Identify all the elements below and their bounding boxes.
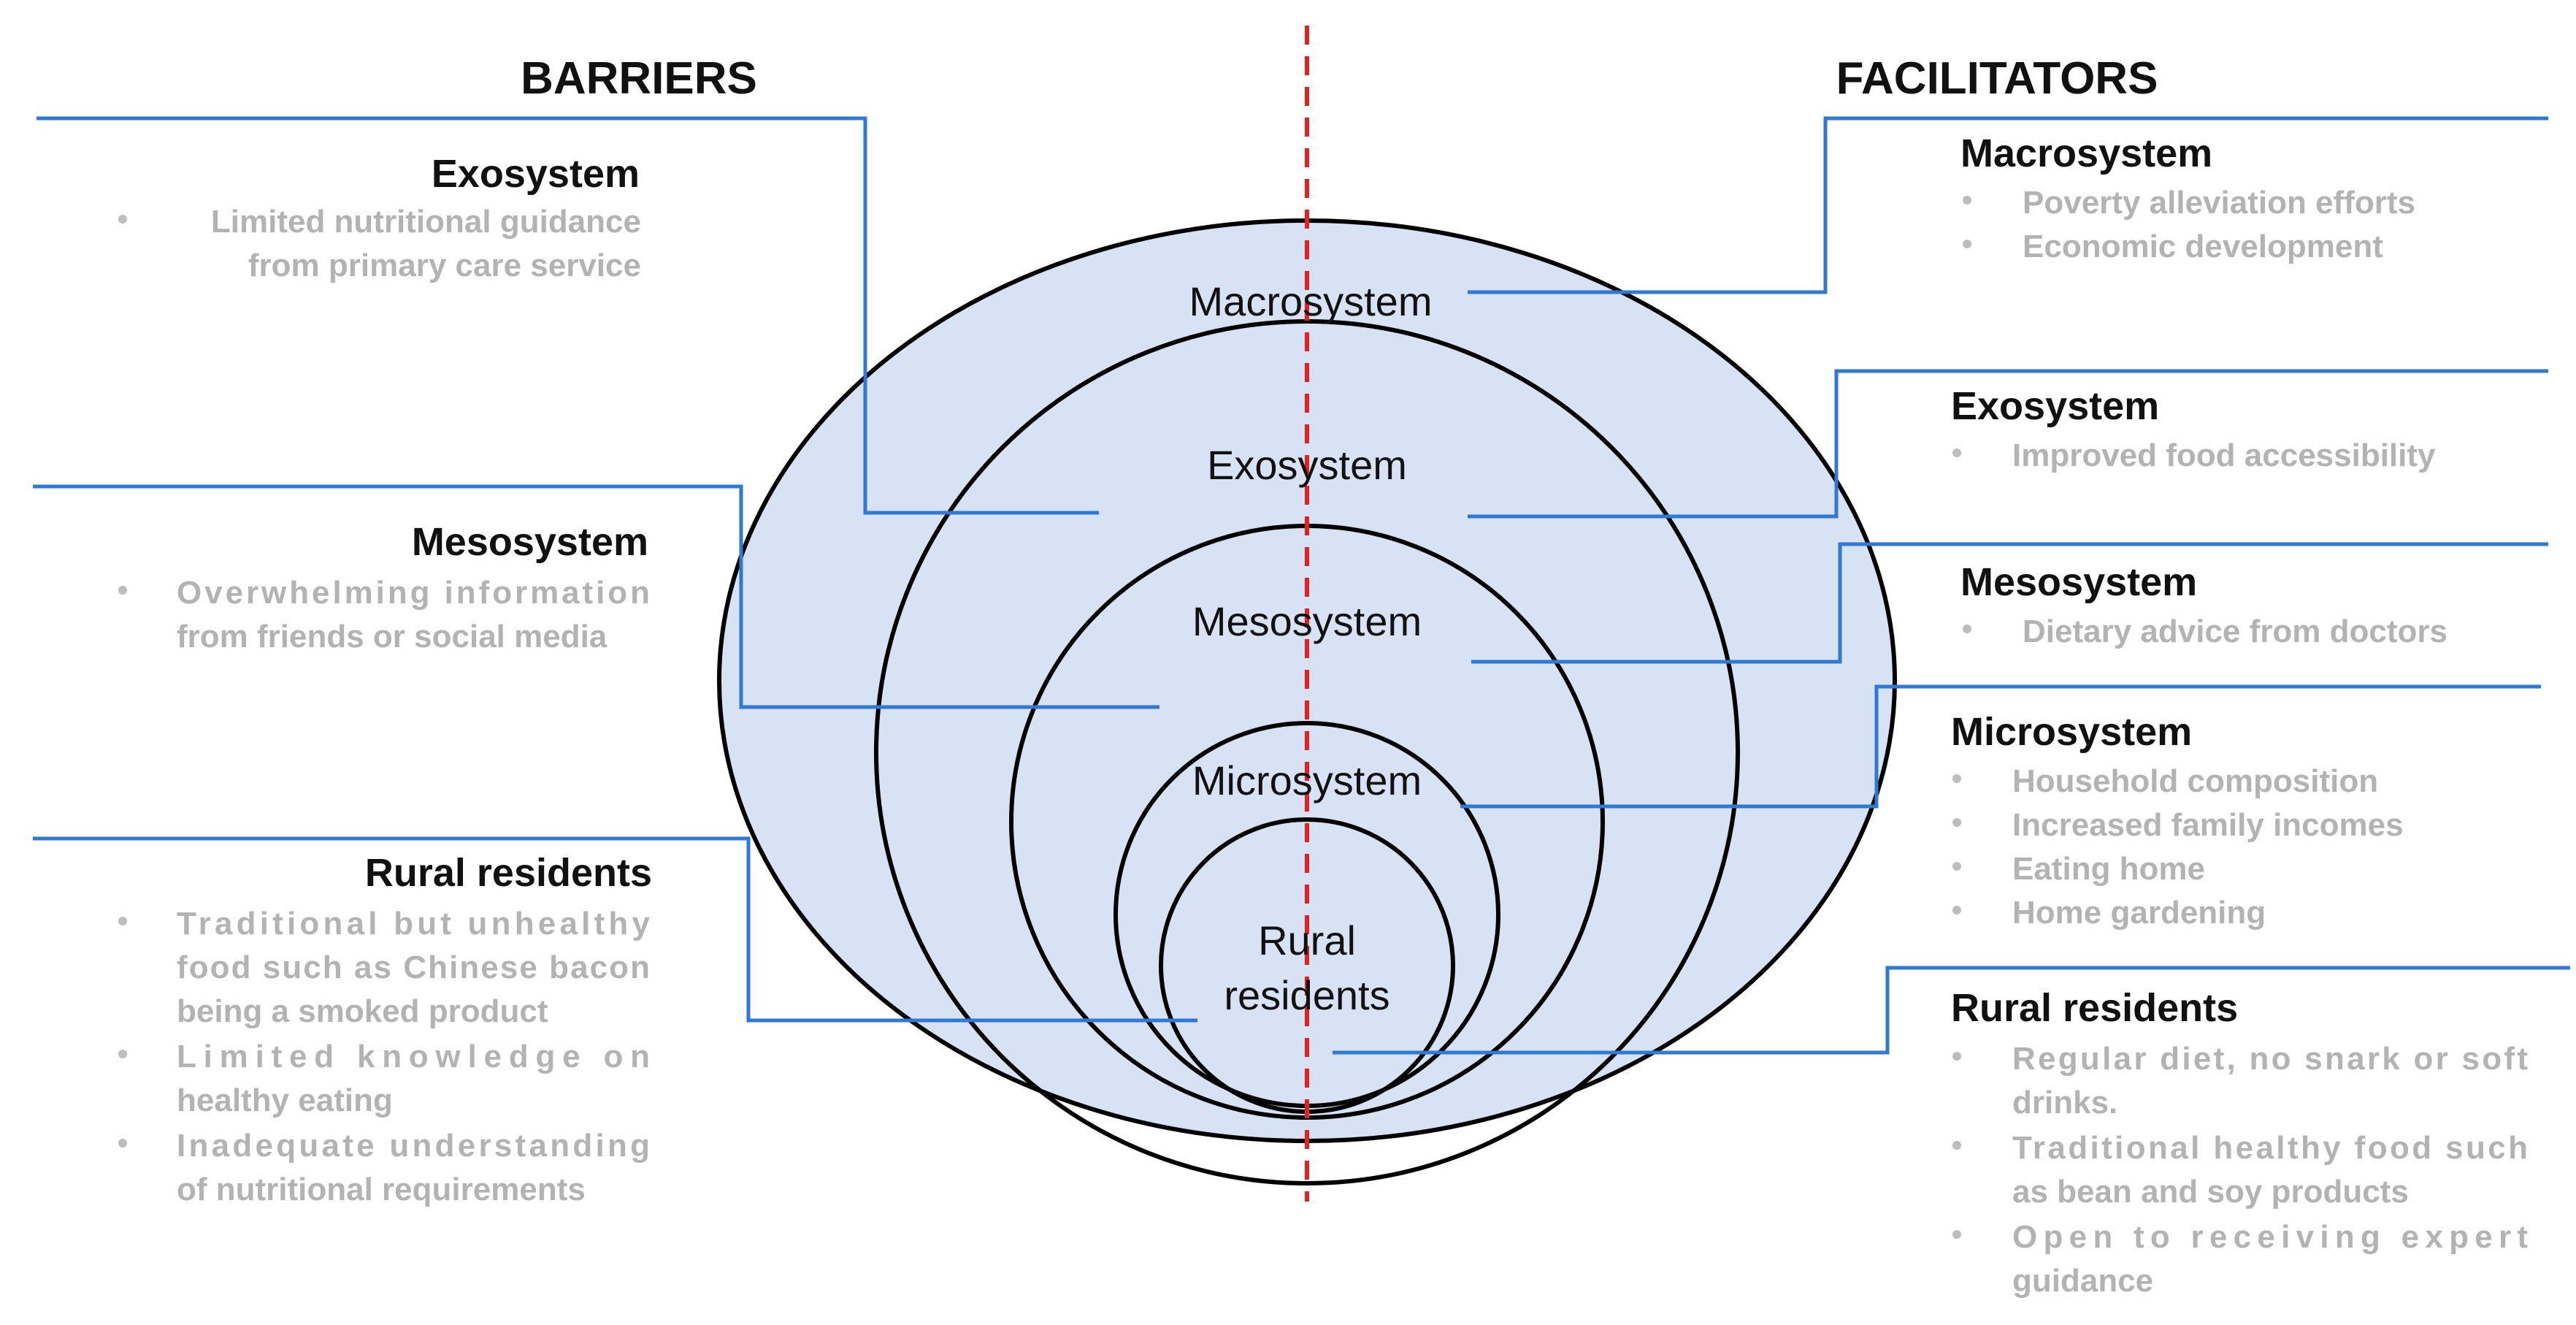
barrier-rural-line: Inadequate understanding [177,1128,650,1164]
facilitator-microsystem-line: Home gardening [2012,895,2266,931]
bullet-dot [1952,1141,1961,1150]
bullet-dot [118,1050,127,1058]
facilitator-rural-line: as bean and soy products [2012,1174,2409,1210]
ring-label-exosystem: Exosystem [1207,442,1407,488]
ring-label-rural-line1: Rural [1258,917,1356,963]
facilitator-title-mesosystem: Mesosystem [1960,560,2197,604]
bullet-dot [1963,196,1971,205]
leader-facilitator-macrosystem [1468,116,2548,294]
ring-label-mesosystem: Mesosystem [1192,598,1422,644]
ring-label-macrosystem: Macrosystem [1189,278,1433,324]
exosystem-circle [874,319,1740,1185]
bullet-dot [1952,1052,1961,1061]
bullet-dot [118,1139,127,1148]
bullet-dot [1963,625,1971,633]
bullet-dot [1952,862,1961,871]
barrier-rural-line: of nutritional requirements [177,1172,586,1207]
bullet-dot [118,215,127,224]
facilitator-rural-line: drinks. [2012,1085,2117,1120]
facilitator-microsystem-line: Increased family incomes [2012,807,2404,843]
facilitator-title-exosystem: Exosystem [1951,384,2159,428]
bullet-dot [118,586,127,595]
barrier-rural-line: Traditional but unhealthy [177,906,651,942]
leader-facilitator-microsystem [1460,684,2541,809]
barrier-mesosystem-line: from friends or social media [177,619,607,654]
facilitator-rural-line: Traditional healthy food such [2012,1130,2528,1166]
barrier-exosystem-line: from primary care service [248,248,641,283]
bullet-dot [1952,774,1961,783]
barrier-rural-line: healthy eating [177,1082,393,1118]
facilitator-macrosystem-line: Poverty alleviation efforts [2023,185,2415,221]
facilitator-microsystem-line: Eating home [2012,851,2205,887]
barrier-title-exosystem: Exosystem [432,152,640,196]
barrier-mesosystem-line: Overwhelming information [177,575,650,611]
ring-label-rural-line2: residents [1224,972,1389,1018]
barrier-title-rural-residents: Rural residents [365,851,652,895]
leader-facilitator-rural [1333,966,2570,1055]
facilitator-microsystem-line: Household composition [2012,763,2378,799]
facilitator-title-rural-residents: Rural residents [1951,986,2238,1030]
barrier-title-mesosystem: Mesosystem [412,520,648,564]
leader-barrier-mesosystem [33,484,1159,709]
facilitator-mesosystem-line: Dietary advice from doctors [2023,614,2447,649]
barrier-rural-line: Limited knowledge on [177,1039,650,1074]
facilitator-rural-line: guidance [2012,1263,2153,1299]
barrier-rural-line: food such as Chinese bacon [177,950,650,985]
barrier-exosystem-line: Limited nutritional guidance [211,204,641,240]
leader-facilitator-mesosystem [1471,542,2548,664]
bullet-dot [1963,240,1971,248]
ring-label-microsystem: Microsystem [1192,757,1422,803]
facilitator-exosystem-line: Improved food accessibility [2012,438,2436,473]
bullet-dot [1952,818,1961,827]
leader-facilitator-exosystem [1468,369,2548,519]
bullet-dot [1952,906,1961,914]
facilitators-heading: FACILITATORS [1836,53,2158,104]
facilitator-macrosystem-line: Economic development [2023,229,2383,264]
bullet-dot [1952,1230,1961,1239]
facilitator-title-macrosystem: Macrosystem [1960,131,2212,175]
bullet-dot [1952,448,1961,457]
leader-barrier-rural [33,836,1197,1023]
leader-barrier-exosystem [37,116,1099,515]
barriers-heading: BARRIERS [521,53,757,104]
facilitator-title-microsystem: Microsystem [1951,710,2192,754]
facilitator-rural-line: Regular diet, no snark or soft [2012,1041,2528,1077]
bullet-dot [118,917,127,925]
facilitator-rural-line: Open to receiving expert [2012,1219,2528,1255]
barrier-rural-line: being a smoked product [177,993,548,1029]
